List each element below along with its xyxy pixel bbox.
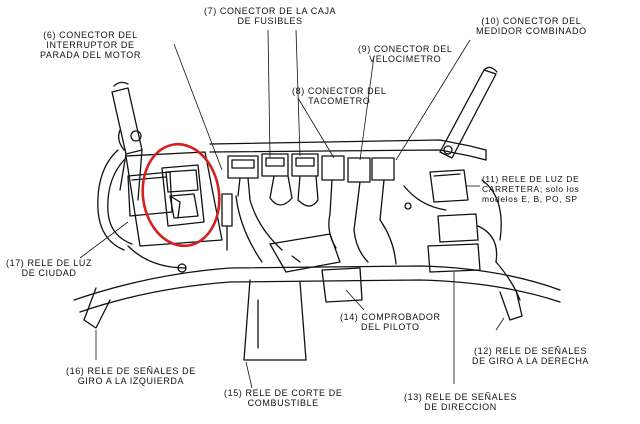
label-line: DE FUSIBLES bbox=[237, 16, 303, 26]
upper-frame-bar bbox=[209, 139, 487, 161]
label-line: VELOCIMETRO bbox=[369, 54, 442, 64]
label-line: (8) CONECTOR DEL bbox=[292, 86, 387, 96]
leader-lines bbox=[79, 29, 505, 389]
label-line: DE GIRO A LA DERECHA bbox=[472, 356, 590, 366]
label-line: MEDIDOR COMBINADO bbox=[476, 26, 587, 36]
left-bracket-block bbox=[125, 151, 223, 247]
label-line: CARRETERA; solo los bbox=[482, 184, 580, 194]
mounting-bolts bbox=[130, 130, 453, 273]
label-tachometer-connector: (8) CONECTOR DEL TACOMETRO bbox=[292, 86, 386, 106]
label-line: (10) CONECTOR DEL bbox=[481, 16, 582, 26]
steering-stem bbox=[243, 279, 307, 361]
label-line: (17) RELE DE LUZ bbox=[6, 258, 93, 268]
label-line: (6) CONECTOR DEL bbox=[43, 30, 138, 40]
label-pilot-checker: (14) COMPROBADOR DEL PILOTO bbox=[340, 312, 441, 332]
right-wire-harness bbox=[481, 179, 521, 301]
label-direction-signal-relay: (13) RELE DE SEÑALES DE DIRECCION bbox=[404, 392, 517, 412]
small-vertical-connector bbox=[221, 193, 233, 251]
right-side-relay-11 bbox=[403, 169, 469, 211]
label-high-beam-relay: (11) RELE DE LUZ DE CARRETERA; solo los … bbox=[482, 174, 579, 204]
label-line: GIRO A LA IZQUIERDA bbox=[77, 376, 185, 386]
label-combined-meter-connector: (10) CONECTOR DEL MEDIDOR COMBINADO bbox=[476, 16, 587, 36]
label-line: INTERRUPTOR DE bbox=[46, 40, 135, 50]
label-line: (11) RELE DE LUZ DE bbox=[482, 174, 580, 184]
label-line: DE DIRECCION bbox=[424, 402, 497, 412]
label-line: COMBUSTIBLE bbox=[247, 398, 319, 408]
label-line: (7) CONECTOR DE LA CAJA bbox=[204, 6, 337, 16]
label-line: DE CIUDAD bbox=[21, 268, 77, 278]
right-side-relay-13 bbox=[427, 213, 498, 273]
label-line: DEL PILOTO bbox=[361, 322, 420, 332]
label-line: (9) CONECTOR DEL bbox=[358, 44, 453, 54]
connector-row bbox=[227, 153, 395, 231]
label-speedometer-connector: (9) CONECTOR DEL VELOCIMETRO bbox=[358, 44, 452, 64]
label-fuse-box-connector: (7) CONECTOR DE LA CAJA DE FUSIBLES bbox=[204, 6, 336, 26]
label-city-light-relay: (17) RELE DE LUZ DE CIUDAD bbox=[6, 258, 92, 278]
label-line: (14) COMPROBADOR bbox=[340, 312, 441, 322]
left-wire-harness bbox=[97, 129, 187, 269]
label-left-turn-signal-relay: (16) RELE DE SEÑALES DE GIRO A LA IZQUIE… bbox=[66, 366, 196, 386]
label-fuel-cut-relay: (15) RELE DE CORTE DE COMBUSTIBLE bbox=[224, 388, 342, 408]
label-engine-stop-switch-connector: (6) CONECTOR DEL INTERRUPTOR DE PARADA D… bbox=[40, 30, 141, 60]
label-line: (12) RELE DE SEÑALES bbox=[474, 346, 588, 356]
label-right-turn-signal-relay: (12) RELE DE SEÑALES DE GIRO A LA DERECH… bbox=[472, 346, 589, 366]
label-line: (13) RELE DE SEÑALES bbox=[404, 392, 518, 402]
label-line: (16) RELE DE SEÑALES DE bbox=[66, 366, 196, 376]
right-fork-tube bbox=[439, 66, 498, 159]
label-line: modelos E, B, PO, SP bbox=[482, 194, 578, 204]
highlight-circle bbox=[141, 142, 221, 248]
label-line: PARADA DEL MOTOR bbox=[40, 50, 141, 60]
lower-frame-tube bbox=[73, 265, 561, 329]
label-line: TACOMETRO bbox=[308, 96, 371, 106]
center-wire-bundle bbox=[235, 195, 397, 303]
label-line: (15) RELE DE CORTE DE bbox=[224, 388, 343, 398]
